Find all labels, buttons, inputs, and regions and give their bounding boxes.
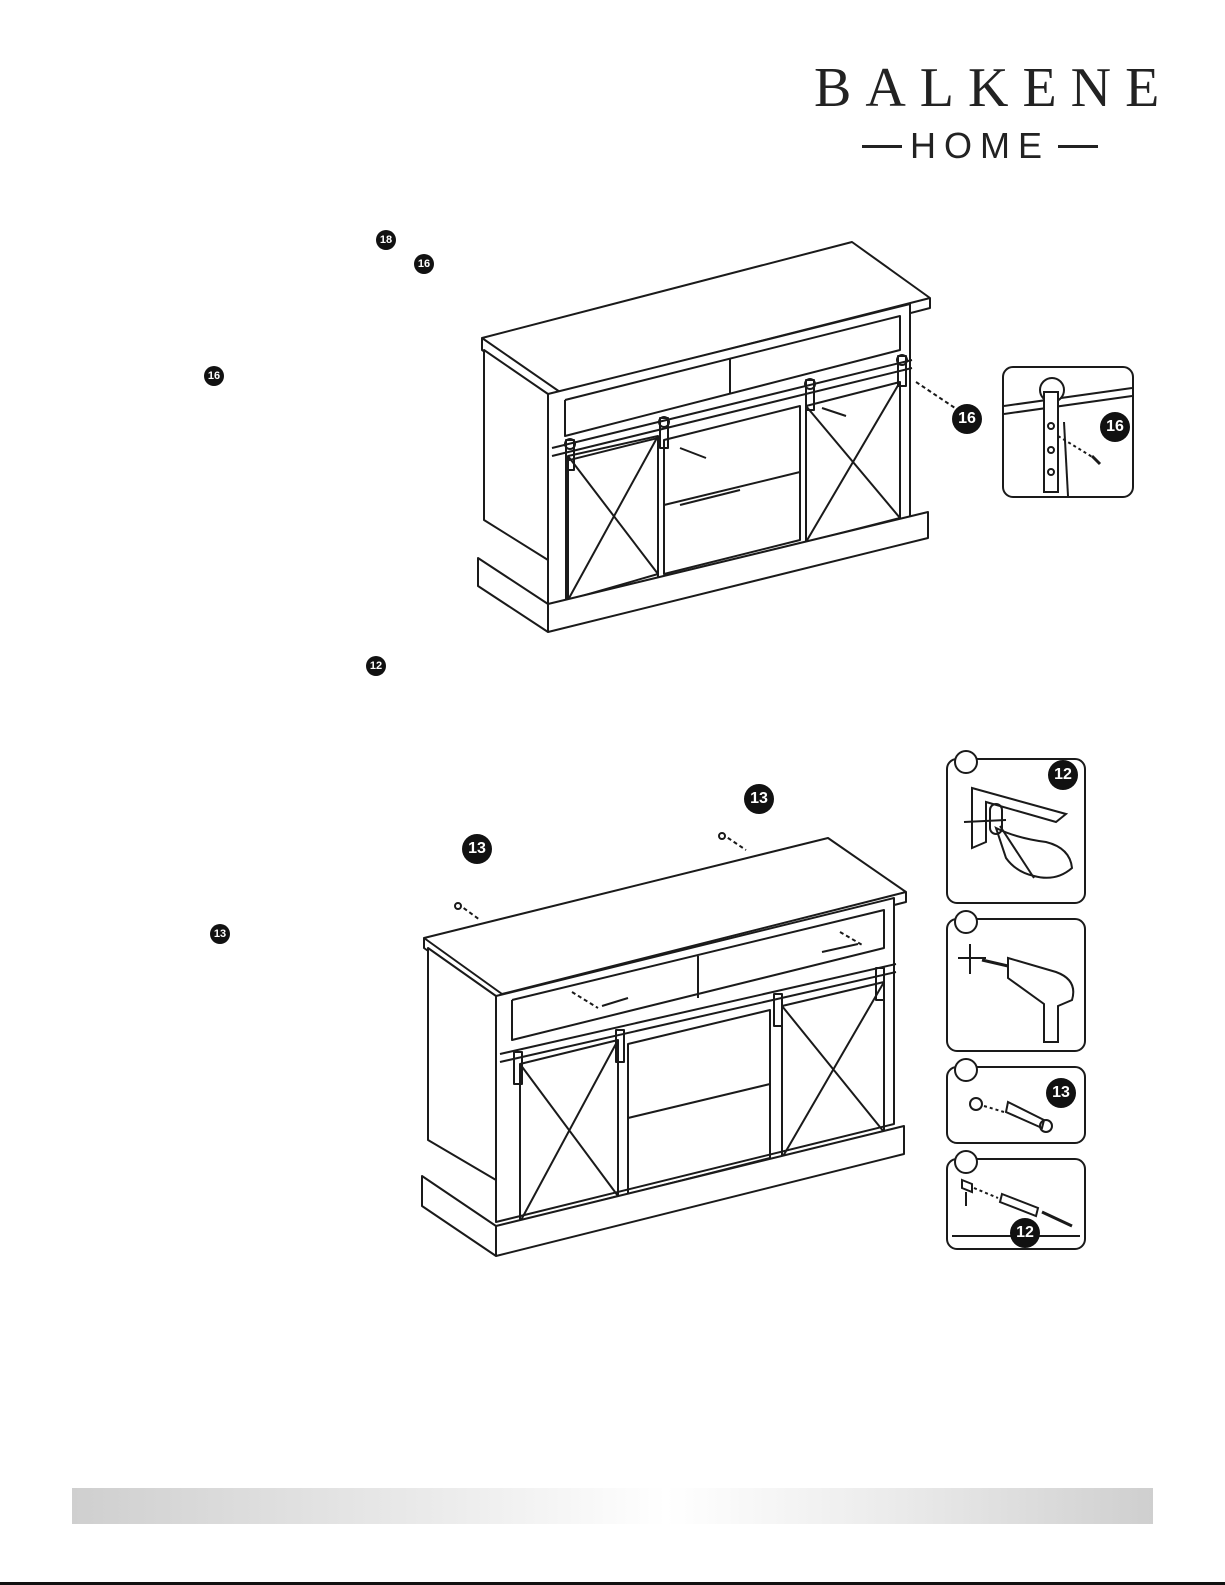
callout-13-left: 13 [462,834,492,864]
step-inset-drill [946,918,1086,1052]
callout-12-inset-screw: 12 [1010,1218,1040,1248]
footer-gradient-bar [72,1488,1153,1524]
callout-13-right: 13 [744,784,774,814]
callout-13-inset: 13 [1046,1078,1076,1108]
callout-12-inset: 12 [1048,760,1078,790]
